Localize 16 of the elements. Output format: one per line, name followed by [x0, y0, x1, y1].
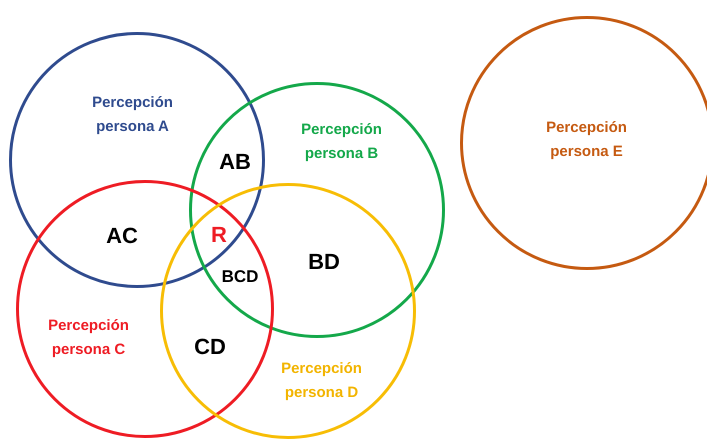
- region-label: BCD: [222, 267, 258, 287]
- circle-label: Percepción persona B: [300, 120, 383, 164]
- region-label: BD: [308, 249, 340, 275]
- venn-circle: [16, 180, 274, 438]
- venn-circle: [160, 183, 416, 439]
- circle-label: Percepción persona D: [280, 358, 363, 402]
- region-label: R: [211, 222, 227, 248]
- region-label: CD: [194, 334, 226, 360]
- region-label: AB: [219, 149, 251, 175]
- venn-circle: [460, 16, 707, 270]
- venn-circle: [9, 32, 265, 288]
- circle-label: Percepción persona C: [47, 316, 130, 360]
- region-label: AC: [106, 223, 138, 249]
- circle-label: Percepción persona A: [91, 92, 174, 136]
- circle-label: Percepción persona E: [545, 118, 628, 162]
- venn-circle: [189, 82, 445, 338]
